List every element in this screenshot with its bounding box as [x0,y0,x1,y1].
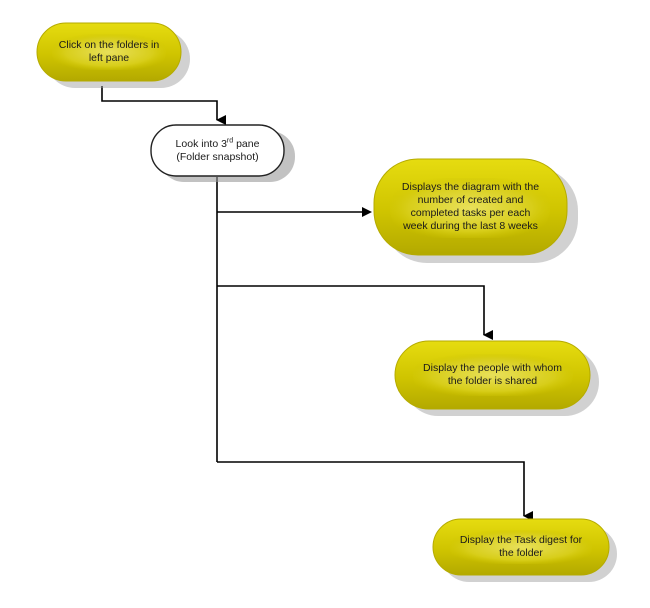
label-displays-diagram-line2: number of created and [417,194,524,206]
connector-to-people [217,285,493,340]
label-displays-diagram-line4: week during the last 8 weeks [403,220,538,232]
label-display-digest-line1: Display the Task digest for [459,534,583,546]
label-click-folders-line2: left pane [88,52,130,64]
label-displays-diagram-line3: completed tasks per each [410,207,531,219]
node-look-third-pane [150,124,295,182]
label-displays-diagram: Displays the diagram with the number of … [374,159,567,255]
label-display-people-line2: the folder is shared [447,375,538,387]
label-display-digest-line2: the folder [499,547,543,559]
node-click-folders [36,22,190,88]
label-look-third-pane-line1: Look into 3rd pane [175,137,260,151]
arrowhead-to-diagram [362,207,372,217]
connector-click-to-look [101,86,226,125]
label-look-third-pane-line2: (Folder snapshot) [176,150,259,163]
label-look-post: pane [233,137,260,150]
label-display-people: Display the people with whom the folder … [395,341,590,409]
label-click-folders-line1: Click on the folders in [58,39,160,51]
label-look-third-pane: Look into 3rd pane (Folder snapshot) [151,125,284,176]
node-display-digest [432,518,617,582]
label-look-pre: Look into 3 [175,137,227,150]
label-displays-diagram-line1: Displays the diagram with the [401,181,540,193]
connectors [101,86,533,521]
node-displays-diagram [373,158,578,263]
label-display-people-line1: Display the people with whom [423,362,562,374]
label-click-folders: Click on the folders in left pane [37,23,181,81]
connector-to-digest [217,461,533,521]
node-display-people [394,340,599,416]
label-look-sup: rd [226,137,234,144]
label-display-digest: Display the Task digest for the folder [433,519,609,575]
